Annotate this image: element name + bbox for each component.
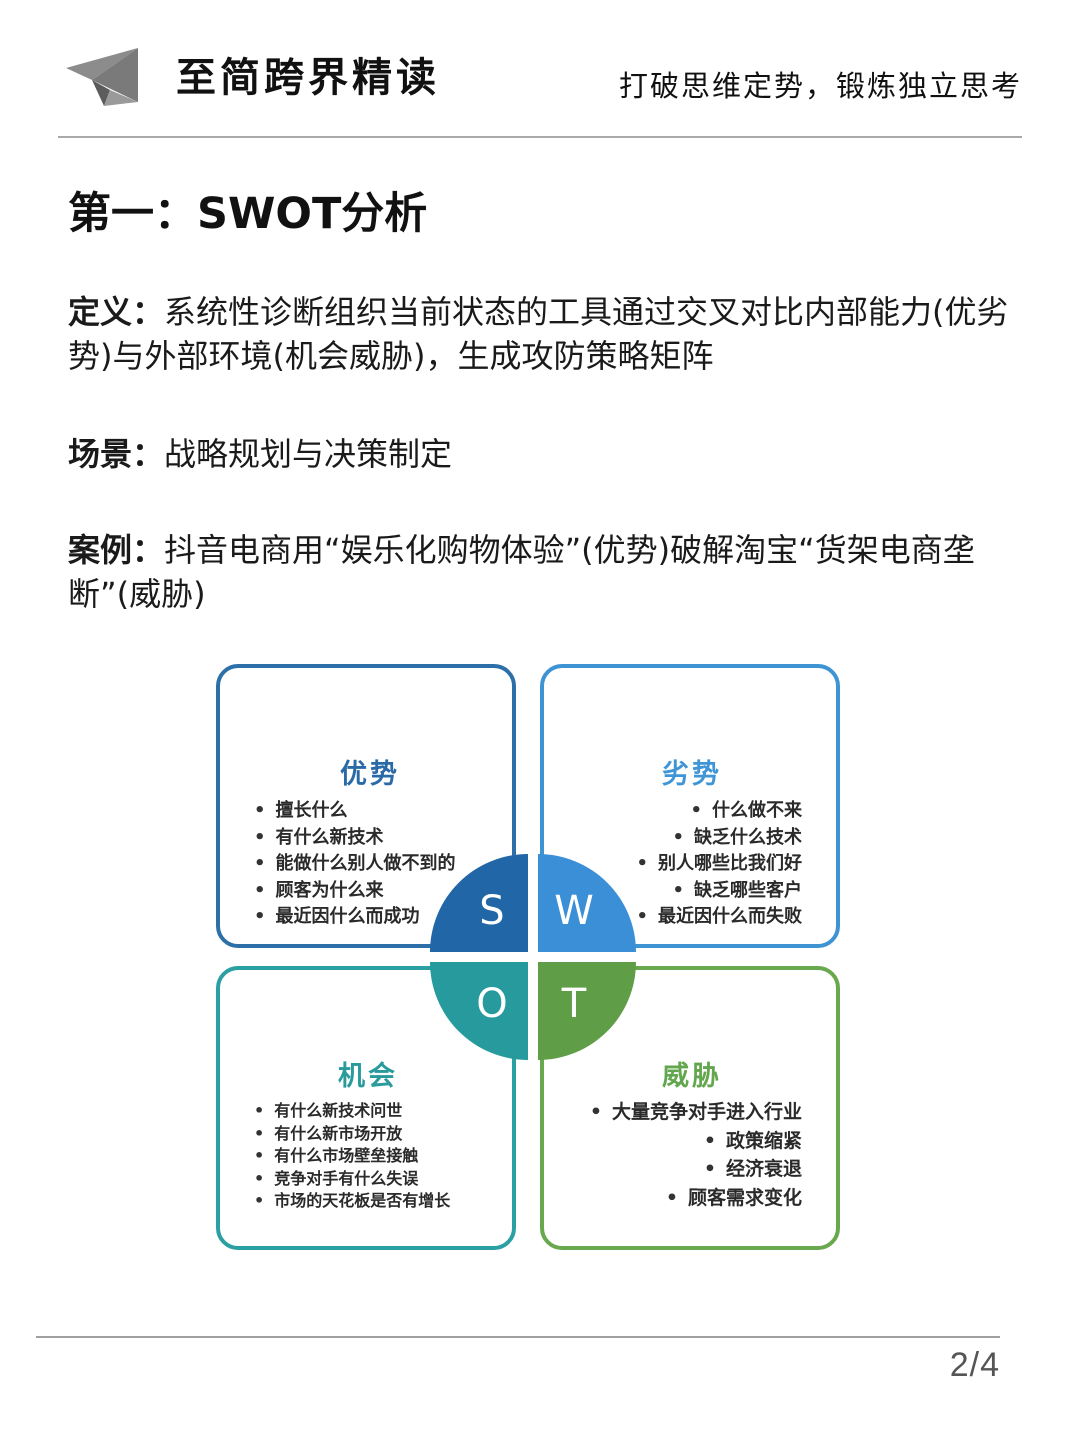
list-item: 政策缩紧	[590, 1127, 802, 1156]
list-item: 缺乏哪些客户	[636, 878, 802, 905]
list-item: 经济衰退	[590, 1155, 802, 1184]
slogan: 打破思维定势，锻炼独立思考	[618, 69, 1022, 103]
strengths-quadrant: 优势 擅长什么 有什么新技术 能做什么别人做不到的 顾客为什么来 最近因什么而成…	[216, 664, 516, 948]
scenario-label: 场景：	[68, 435, 165, 473]
brand-title: 至简跨界精读	[176, 55, 440, 101]
letter-s: S	[479, 888, 505, 934]
list-item: 最近因什么而失败	[636, 904, 802, 931]
swot-wedge-o: O	[430, 962, 528, 1060]
scenario-text: 战略规划与决策制定	[164, 435, 453, 473]
list-item: 什么做不来	[636, 798, 802, 825]
footer-divider	[36, 1336, 1000, 1338]
list-item: 最近因什么而成功	[254, 904, 456, 931]
list-item: 竞争对手有什么失误	[254, 1168, 450, 1191]
swot-wedge-w: W	[538, 854, 636, 952]
swot-circle: S W O T	[430, 854, 636, 1060]
definition-label: 定义：	[68, 293, 165, 331]
page-indicator: 2/4	[949, 1346, 1000, 1384]
swot-wedge-s: S	[430, 854, 528, 952]
list-item: 大量竞争对手进入行业	[590, 1098, 802, 1127]
list-item: 顾客为什么来	[254, 878, 456, 905]
case-text: 抖音电商用“娱乐化购物体验”(优势)破解淘宝“货架电商垄断”(威胁)	[68, 531, 975, 613]
threats-title: 威胁	[662, 1061, 722, 1092]
section-title: 第一：SWOT分析	[68, 189, 428, 239]
case-label: 案例：	[68, 531, 165, 569]
weaknesses-quadrant: 劣势 什么做不来 缺乏什么技术 别人哪些比我们好 缺乏哪些客户 最近因什么而失败	[540, 664, 840, 948]
letter-t: T	[561, 981, 587, 1027]
list-item: 缺乏什么技术	[636, 825, 802, 852]
list-item: 有什么新技术	[254, 825, 456, 852]
strengths-title: 优势	[340, 759, 400, 790]
letter-o: O	[476, 981, 508, 1027]
swot-wedge-t: T	[538, 962, 636, 1060]
list-item: 有什么新技术问世	[254, 1100, 450, 1123]
definition-text: 系统性诊断组织当前状态的工具通过交叉对比内部能力(优劣势)与外部环境(机会威胁)…	[68, 293, 1009, 375]
list-item: 市场的天花板是否有增长	[254, 1190, 450, 1213]
list-item: 能做什么别人做不到的	[254, 851, 456, 878]
list-item: 顾客需求变化	[590, 1184, 802, 1213]
weaknesses-list: 什么做不来 缺乏什么技术 别人哪些比我们好 缺乏哪些客户 最近因什么而失败	[636, 798, 802, 931]
header-divider	[58, 136, 1022, 138]
weaknesses-title: 劣势	[662, 759, 722, 790]
list-item: 别人哪些比我们好	[636, 851, 802, 878]
list-item: 有什么市场壁垒接触	[254, 1145, 450, 1168]
case-paragraph: 案例：抖音电商用“娱乐化购物体验”(优势)破解淘宝“货架电商垄断”(威胁)	[68, 528, 1013, 616]
list-item: 有什么新市场开放	[254, 1123, 450, 1146]
paper-plane-icon	[66, 48, 138, 106]
opportunities-title: 机会	[338, 1061, 398, 1092]
swot-diagram: 优势 擅长什么 有什么新技术 能做什么别人做不到的 顾客为什么来 最近因什么而成…	[212, 660, 854, 1264]
letter-w: W	[554, 888, 594, 934]
scenario-paragraph: 场景：战略规划与决策制定	[68, 432, 1013, 476]
list-item: 擅长什么	[254, 798, 456, 825]
opportunities-list: 有什么新技术问世 有什么新市场开放 有什么市场壁垒接触 竞争对手有什么失误 市场…	[254, 1100, 450, 1213]
definition-paragraph: 定义：系统性诊断组织当前状态的工具通过交叉对比内部能力(优劣势)与外部环境(机会…	[68, 290, 1013, 378]
threats-list: 大量竞争对手进入行业 政策缩紧 经济衰退 顾客需求变化	[590, 1098, 802, 1212]
header: 至简跨界精读 打破思维定势，锻炼独立思考	[0, 0, 1080, 138]
strengths-list: 擅长什么 有什么新技术 能做什么别人做不到的 顾客为什么来 最近因什么而成功	[254, 798, 456, 931]
